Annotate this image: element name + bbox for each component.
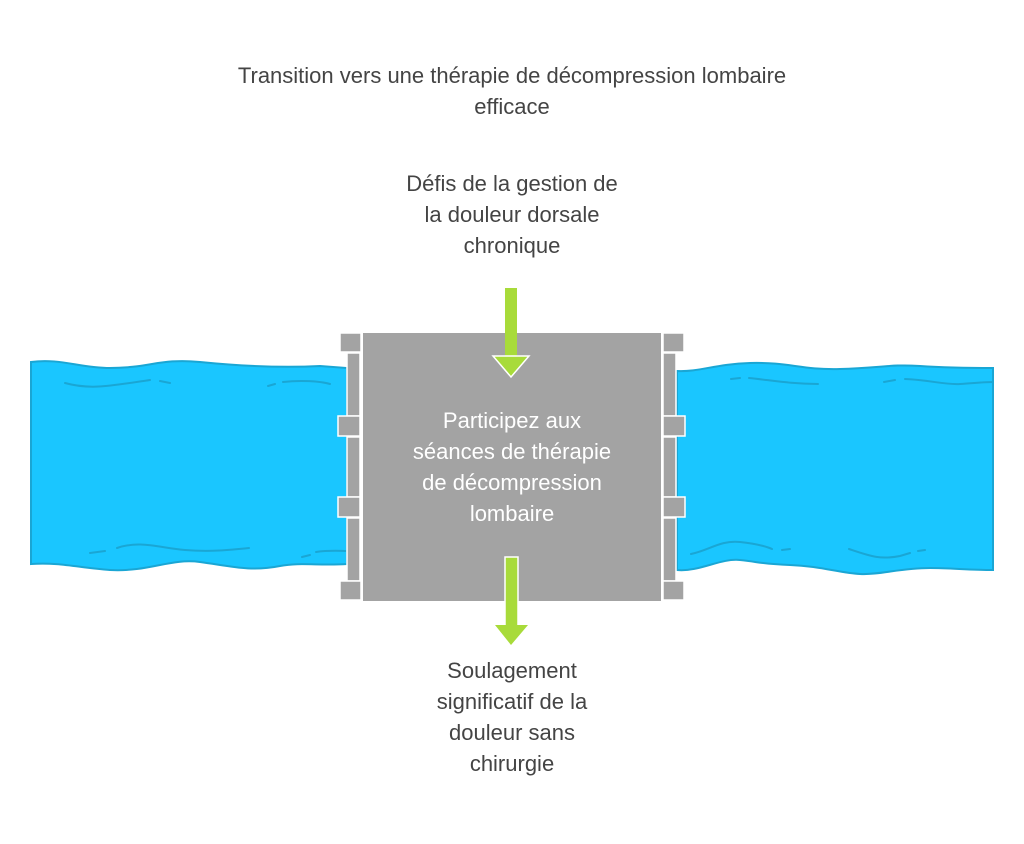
process-line-4: lombaire bbox=[469, 501, 555, 526]
input-line-3: chronique bbox=[463, 233, 561, 258]
output-label: Soulagement significatif de la douleur s… bbox=[362, 655, 662, 779]
arrow-down-icon bbox=[495, 556, 528, 645]
input-label: Défis de la gestion de la douleur dorsal… bbox=[362, 168, 662, 261]
left-water-channel bbox=[30, 360, 348, 572]
diagram-title: Transition vers une thérapie de décompre… bbox=[0, 60, 1024, 122]
process-line-1: Participez aux bbox=[442, 408, 582, 433]
input-line-1: Défis de la gestion de bbox=[406, 171, 618, 196]
process-line-2: séances de thérapie bbox=[412, 439, 612, 464]
output-line-4: chirurgie bbox=[469, 751, 555, 776]
output-line-3: douleur sans bbox=[449, 720, 575, 745]
output-line-2: significatif de la bbox=[436, 689, 588, 714]
right-water-channel bbox=[676, 361, 994, 576]
process-label: Participez aux séances de thérapie de dé… bbox=[363, 405, 661, 529]
input-line-2: la douleur dorsale bbox=[424, 202, 600, 227]
right-gate-rail bbox=[662, 332, 686, 601]
title-line-2: efficace bbox=[474, 94, 550, 119]
arrow-down-icon bbox=[491, 288, 531, 379]
title-line-1: Transition vers une thérapie de décompre… bbox=[237, 63, 787, 88]
left-gate-rail bbox=[337, 332, 362, 601]
output-line-1: Soulagement bbox=[447, 658, 577, 683]
process-line-3: de décompression bbox=[422, 470, 602, 495]
